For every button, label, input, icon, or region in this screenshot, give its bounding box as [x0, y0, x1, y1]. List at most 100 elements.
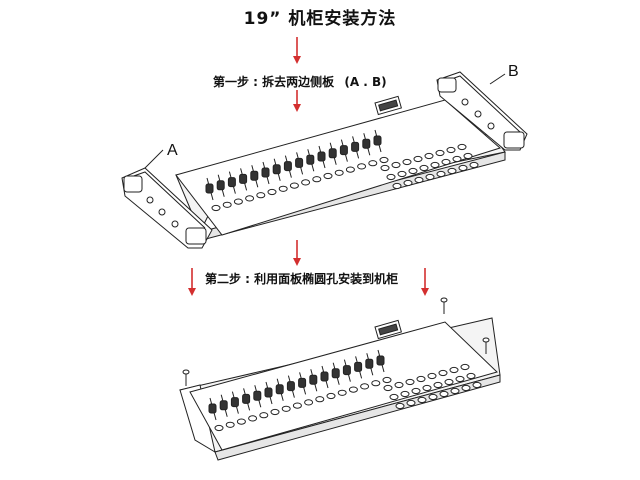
grid-button [472, 381, 482, 389]
diagram-title: 19” 机柜安装方法 [243, 9, 397, 29]
grid-button [383, 384, 393, 392]
flash-button [304, 399, 314, 406]
console1-display [374, 95, 402, 116]
grid-button [413, 155, 423, 163]
console2-left-ear [179, 384, 216, 454]
flash-button [236, 418, 246, 425]
grid-button [427, 372, 437, 380]
flash-button [248, 415, 258, 422]
grid-button [452, 155, 462, 163]
step2-caption: 第二步 : 利用面板椭圆孔安装到机柜 [205, 272, 399, 286]
fader-knob [317, 151, 326, 162]
flash-button [371, 380, 381, 387]
fader-knob [250, 170, 259, 181]
console-rack-mount [179, 297, 501, 461]
grid-button [406, 399, 416, 407]
fader-knob [320, 371, 329, 382]
grid-button [402, 158, 412, 166]
flash-button [278, 185, 288, 192]
fader-knob [253, 390, 262, 401]
grid-button [439, 390, 449, 398]
grid-button [411, 387, 421, 395]
console1-faders [205, 129, 389, 212]
grid-button [435, 149, 445, 157]
fader-knob [295, 157, 304, 168]
grid-button [380, 164, 390, 172]
fader-knob [331, 368, 340, 379]
flash-button [326, 392, 336, 400]
fader-knob [242, 393, 251, 404]
flash-button [292, 402, 302, 409]
callout-label-a: A [167, 142, 178, 159]
grid-button [424, 152, 434, 160]
fader-knob [264, 387, 273, 398]
flash-button [348, 386, 358, 393]
fader-knob [365, 358, 374, 369]
step1-label: 第一步 : 拆去两边侧板 [213, 75, 335, 89]
fader-knob [354, 361, 363, 372]
grid-button [446, 146, 456, 154]
flash-button [360, 383, 370, 390]
flash-button [315, 396, 325, 403]
fader-knob [230, 397, 239, 408]
fader-knob [376, 355, 385, 366]
step1-parts: (A . B) [344, 75, 387, 89]
fader-knob [342, 365, 351, 376]
grid-button [391, 161, 401, 169]
grid-button [408, 167, 418, 175]
flash-button [334, 169, 344, 176]
fader-knob [216, 180, 225, 191]
flash-button [382, 376, 392, 384]
grid-button [405, 378, 415, 386]
grid-button [444, 378, 454, 386]
flash-button [233, 198, 243, 205]
fader-knob [328, 148, 337, 159]
fader-knob [283, 161, 292, 172]
flash-button [211, 204, 221, 212]
grid-button [416, 375, 426, 383]
fader-knob [373, 135, 382, 146]
screw-top [440, 297, 448, 314]
grid-button [447, 167, 457, 175]
flash-button [267, 188, 277, 196]
console2-faders [208, 349, 392, 432]
flash-button [368, 160, 378, 167]
flash-button [256, 192, 266, 199]
console2-button-grid [383, 363, 482, 410]
screw-right [482, 337, 490, 354]
grid-button [450, 387, 460, 395]
grid-button [458, 164, 468, 172]
grid-button [438, 369, 448, 377]
fader-knob [272, 164, 281, 175]
flash-button [222, 201, 232, 208]
console2-top-panel [189, 321, 498, 451]
grid-button [433, 381, 443, 389]
fader-knob [351, 141, 360, 152]
fader-knob [306, 154, 315, 165]
grid-button [436, 170, 446, 178]
flash-button [379, 156, 389, 164]
grid-button [392, 182, 402, 190]
grid-button [403, 179, 413, 187]
side-panel-b [436, 71, 528, 151]
grid-button [425, 173, 435, 181]
step1-caption: 第一步 : 拆去两边侧板 (A . B) [213, 73, 387, 90]
grid-button [414, 176, 424, 184]
console2-display [374, 319, 402, 340]
fader-knob [309, 374, 318, 385]
side-panel-a [121, 149, 213, 249]
fader-knob [339, 145, 348, 156]
grid-button [386, 173, 396, 181]
grid-button [400, 390, 410, 398]
grid-button [389, 393, 399, 401]
fader-knob [239, 173, 248, 184]
callout-label-b: B [508, 63, 519, 80]
flash-button [281, 405, 291, 412]
fader-knob [208, 403, 217, 414]
grid-button [466, 372, 476, 380]
grid-button [441, 158, 451, 166]
grid-button [457, 143, 467, 151]
flow-arrows [188, 37, 429, 296]
grid-button [422, 384, 432, 392]
